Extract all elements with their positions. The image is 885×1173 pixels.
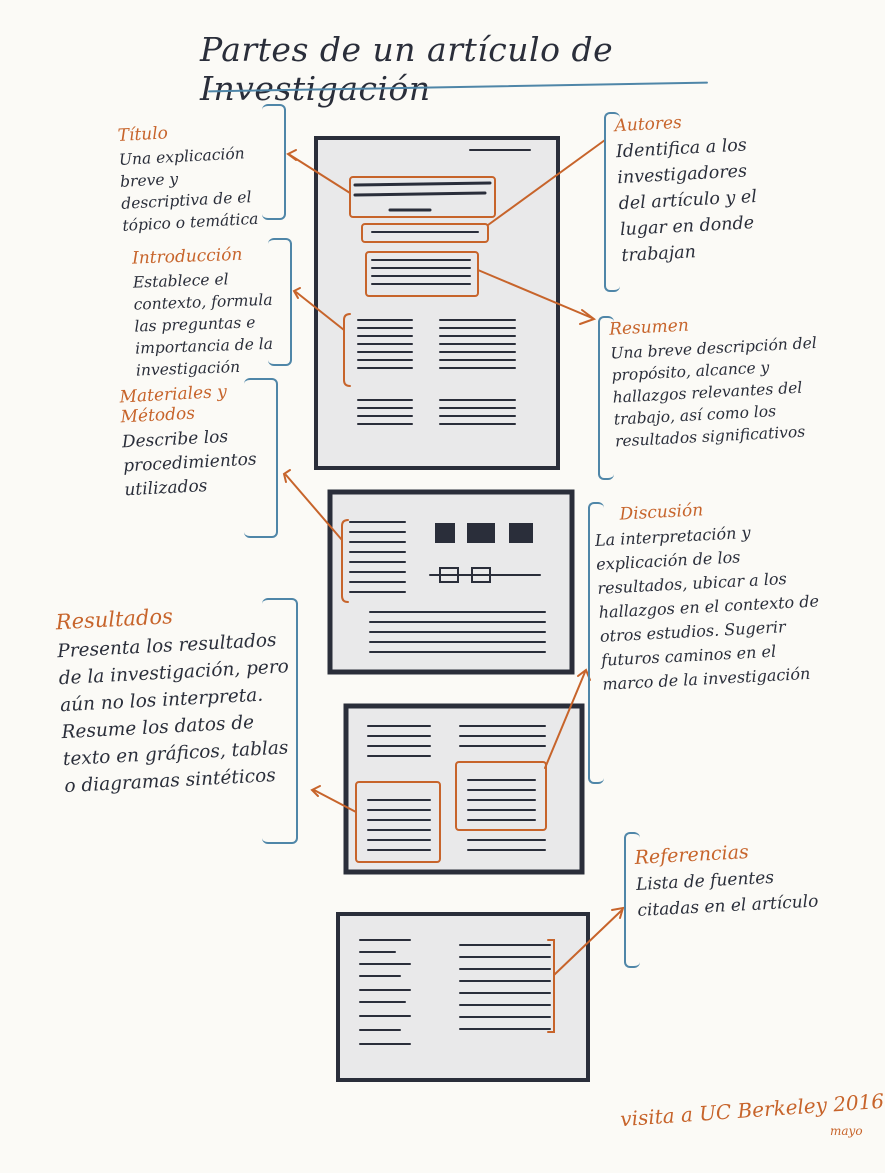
referencias-body: Lista de fuentes citadas en el artículo bbox=[635, 867, 819, 921]
arrow-materiales bbox=[285, 474, 343, 541]
note-materiales: Materiales y Métodos Describe los proced… bbox=[119, 381, 258, 503]
note-resultados: Resultados Presenta los resultados de la… bbox=[55, 598, 303, 800]
note-resumen: Resumen Una breve descripción del propós… bbox=[609, 308, 831, 452]
bracket-referencias bbox=[624, 832, 640, 968]
titulo-body: Una explicación breve y descriptiva de e… bbox=[118, 144, 259, 235]
arrow-titulo bbox=[289, 154, 351, 194]
page-3-text bbox=[367, 725, 546, 851]
page-2-figures bbox=[429, 523, 541, 583]
page-1-columns bbox=[357, 319, 516, 425]
bracket-autores bbox=[604, 112, 620, 292]
note-discusion: Discusión La interpretación y explicació… bbox=[593, 494, 828, 697]
arrow-resultados bbox=[313, 789, 357, 813]
bracket-introduccion bbox=[268, 238, 292, 366]
note-introduccion: Introducción Establece el contexto, form… bbox=[132, 243, 287, 381]
page-1 bbox=[314, 136, 560, 470]
resumen-body: Una breve descripción del propósito, alc… bbox=[609, 333, 818, 451]
note-referencias: Referencias Lista de fuentes citadas en … bbox=[634, 837, 828, 924]
arrow-introduccion bbox=[295, 291, 345, 331]
bracket-materiales bbox=[244, 378, 278, 538]
note-titulo: Título Una explicación breve y descripti… bbox=[117, 118, 273, 237]
page-4-text bbox=[359, 939, 551, 1045]
highlights bbox=[282, 139, 625, 1033]
materiales-body: Describe los procedimientos utilizados bbox=[121, 426, 258, 501]
autores-body: Identifica a los investigadores del artí… bbox=[615, 135, 758, 267]
note-autores: Autores Identifica a los investigadores … bbox=[614, 108, 782, 269]
discusion-body: La interpretación y explicación de los r… bbox=[594, 522, 820, 694]
bracket-discusion bbox=[588, 502, 604, 784]
bracket-resultados bbox=[262, 598, 298, 844]
page-2-text bbox=[349, 521, 546, 653]
page-4 bbox=[336, 912, 590, 1082]
arrow-resumen bbox=[477, 269, 593, 319]
materiales-heading: Materiales y Métodos bbox=[119, 381, 228, 428]
footer-sub: mayo bbox=[830, 1124, 863, 1138]
bracket-titulo bbox=[262, 104, 286, 220]
arrow-referencias bbox=[553, 909, 623, 976]
arrow-autores bbox=[487, 139, 606, 226]
bracket-resumen bbox=[598, 316, 614, 480]
arrow-discusion bbox=[544, 671, 586, 769]
page-3 bbox=[343, 703, 585, 875]
introduccion-body: Establece el contexto, formula las pregu… bbox=[132, 270, 274, 380]
introduccion-heading: Introducción bbox=[131, 244, 243, 269]
resultados-body: Presenta los resultados de la investigac… bbox=[56, 629, 290, 798]
